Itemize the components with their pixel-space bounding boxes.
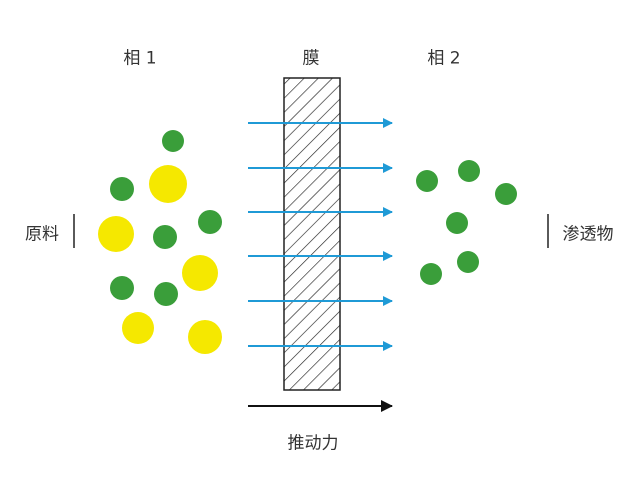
large-particle [149,165,187,203]
driving-force-label: 推动力 [287,433,339,454]
phase2-label: 相 2 [427,48,461,69]
large-particle [182,255,218,291]
permeate-label: 渗透物 [562,224,614,245]
phase1-label: 相 1 [123,48,157,69]
permeate-particles [416,160,517,285]
flow-arrows [248,118,393,351]
small-particle [153,225,177,249]
small-particle [198,210,222,234]
small-particle [154,282,178,306]
small-particle [110,276,134,300]
small-particle [162,130,184,152]
large-particle [188,320,222,354]
small-particle [420,263,442,285]
small-particle [446,212,468,234]
membrane-label: 膜 [302,48,320,69]
large-particle [122,312,154,344]
membrane [283,77,341,391]
small-particle [458,160,480,182]
feed-label: 原料 [25,224,59,245]
small-particle [110,177,134,201]
small-particle [495,183,517,205]
small-particle [416,170,438,192]
large-particle [98,216,134,252]
small-particle [457,251,479,273]
feed-particles [98,130,222,354]
